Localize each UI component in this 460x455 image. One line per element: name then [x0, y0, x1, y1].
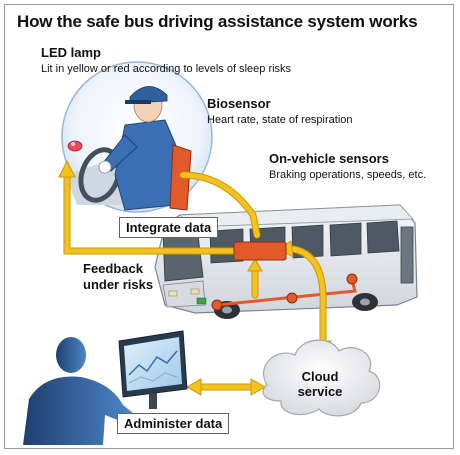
- driver-bubble: [61, 61, 213, 213]
- diagram-illustration: [23, 61, 418, 445]
- diagram-frame: How the safe bus driving assistance syst…: [4, 4, 454, 449]
- led-lamp-description: Lit in yellow or red according to levels…: [41, 63, 292, 75]
- biosensor-title: Biosensor: [207, 96, 271, 111]
- led-lamp-title: LED lamp: [41, 45, 101, 60]
- feedback-line-1: Feedback: [83, 261, 143, 276]
- cloud-service-label: Cloud service: [283, 369, 357, 399]
- feedback-label: Feedback under risks: [83, 261, 153, 293]
- on-vehicle-sensors-title: On-vehicle sensors: [269, 151, 389, 166]
- page-title: How the safe bus driving assistance syst…: [17, 12, 418, 31]
- administrator-illustration: [23, 330, 188, 445]
- feedback-line-2: under risks: [83, 277, 154, 292]
- cloud-illustration: [262, 339, 381, 417]
- cloud-line-1: Cloud: [301, 369, 339, 384]
- administer-data-label: Administer data: [117, 413, 230, 434]
- cloud-line-2: service: [297, 384, 343, 399]
- integrate-data-label: Integrate data: [119, 217, 219, 238]
- integration-unit: [233, 241, 287, 261]
- on-vehicle-sensors-description: Braking operations, speeds, etc.: [269, 169, 427, 181]
- data-flow-arrows: [63, 169, 327, 391]
- biosensor-description: Heart rate, state of respiration: [207, 114, 353, 126]
